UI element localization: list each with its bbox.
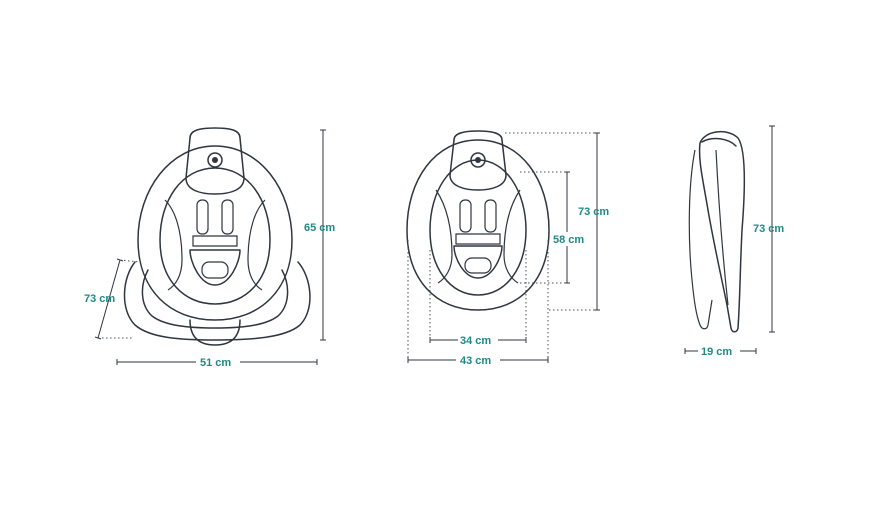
reclined-outer-width-dimension: 43 cm [407,240,549,367]
left-wing [164,199,183,291]
reclined-total-height-label: 73 cm [578,206,609,218]
reclined-inner-width-dimension: 34 cm [429,250,527,347]
reclined-buckle-pad [464,257,492,274]
reclined-right-strap [484,199,497,233]
right-strap [221,199,234,235]
reclined-logo-ring [470,152,486,168]
reclined-back-height-dimension: 58 cm [520,171,592,284]
headrest-logo-dot [212,157,218,163]
buckle-pad [201,261,229,279]
left-strap [196,199,209,235]
seat-cushion [189,249,241,286]
side-view-seat [688,131,746,333]
strap-buckle [192,235,238,247]
reclined-inner-shell [429,159,527,296]
reclined-view-seat [406,130,550,311]
front-view-seat [123,127,311,346]
rocker-base [123,261,311,341]
reclined-left-wing [435,189,453,284]
reclined-outer-width-label: 43 cm [460,355,491,367]
reclined-strap-buckle [455,233,501,245]
front-height-label: 65 cm [304,222,335,234]
reclined-logo-dot [475,157,481,163]
front-width-dimension: 51 cm [116,355,318,369]
reclined-left-strap [459,199,472,233]
reclined-back-height-label: 58 cm [553,234,584,246]
side-depth-dimension: 19 cm [684,344,757,358]
inner-shell [159,167,271,305]
side-depth-label: 19 cm [701,346,732,358]
headrest-logo-ring [207,152,223,168]
front-depth-dimension: 73 cm [84,258,141,340]
reclined-headrest [449,130,507,191]
side-profile-inner [688,149,713,330]
headrest [185,127,245,195]
reclined-inner-width-label: 34 cm [460,335,491,347]
front-handle [189,319,241,346]
front-height-dimension: 65 cm [304,129,335,341]
rocker-base-inner [141,269,289,329]
side-height-dimension: 73 cm [753,125,784,333]
reclined-total-height-dimension: 73 cm [505,132,609,311]
reclined-outer-shell [406,139,550,311]
side-height-label: 73 cm [753,223,784,235]
outer-shell [137,145,293,321]
side-profile-fold [715,149,729,306]
reclined-right-wing [503,189,521,284]
reclined-seat-cushion [453,245,503,279]
front-width-label: 51 cm [200,357,231,369]
side-headrest [701,137,737,147]
side-profile-outer [698,131,746,333]
right-wing [247,199,266,291]
front-depth-label: 73 cm [84,293,115,305]
